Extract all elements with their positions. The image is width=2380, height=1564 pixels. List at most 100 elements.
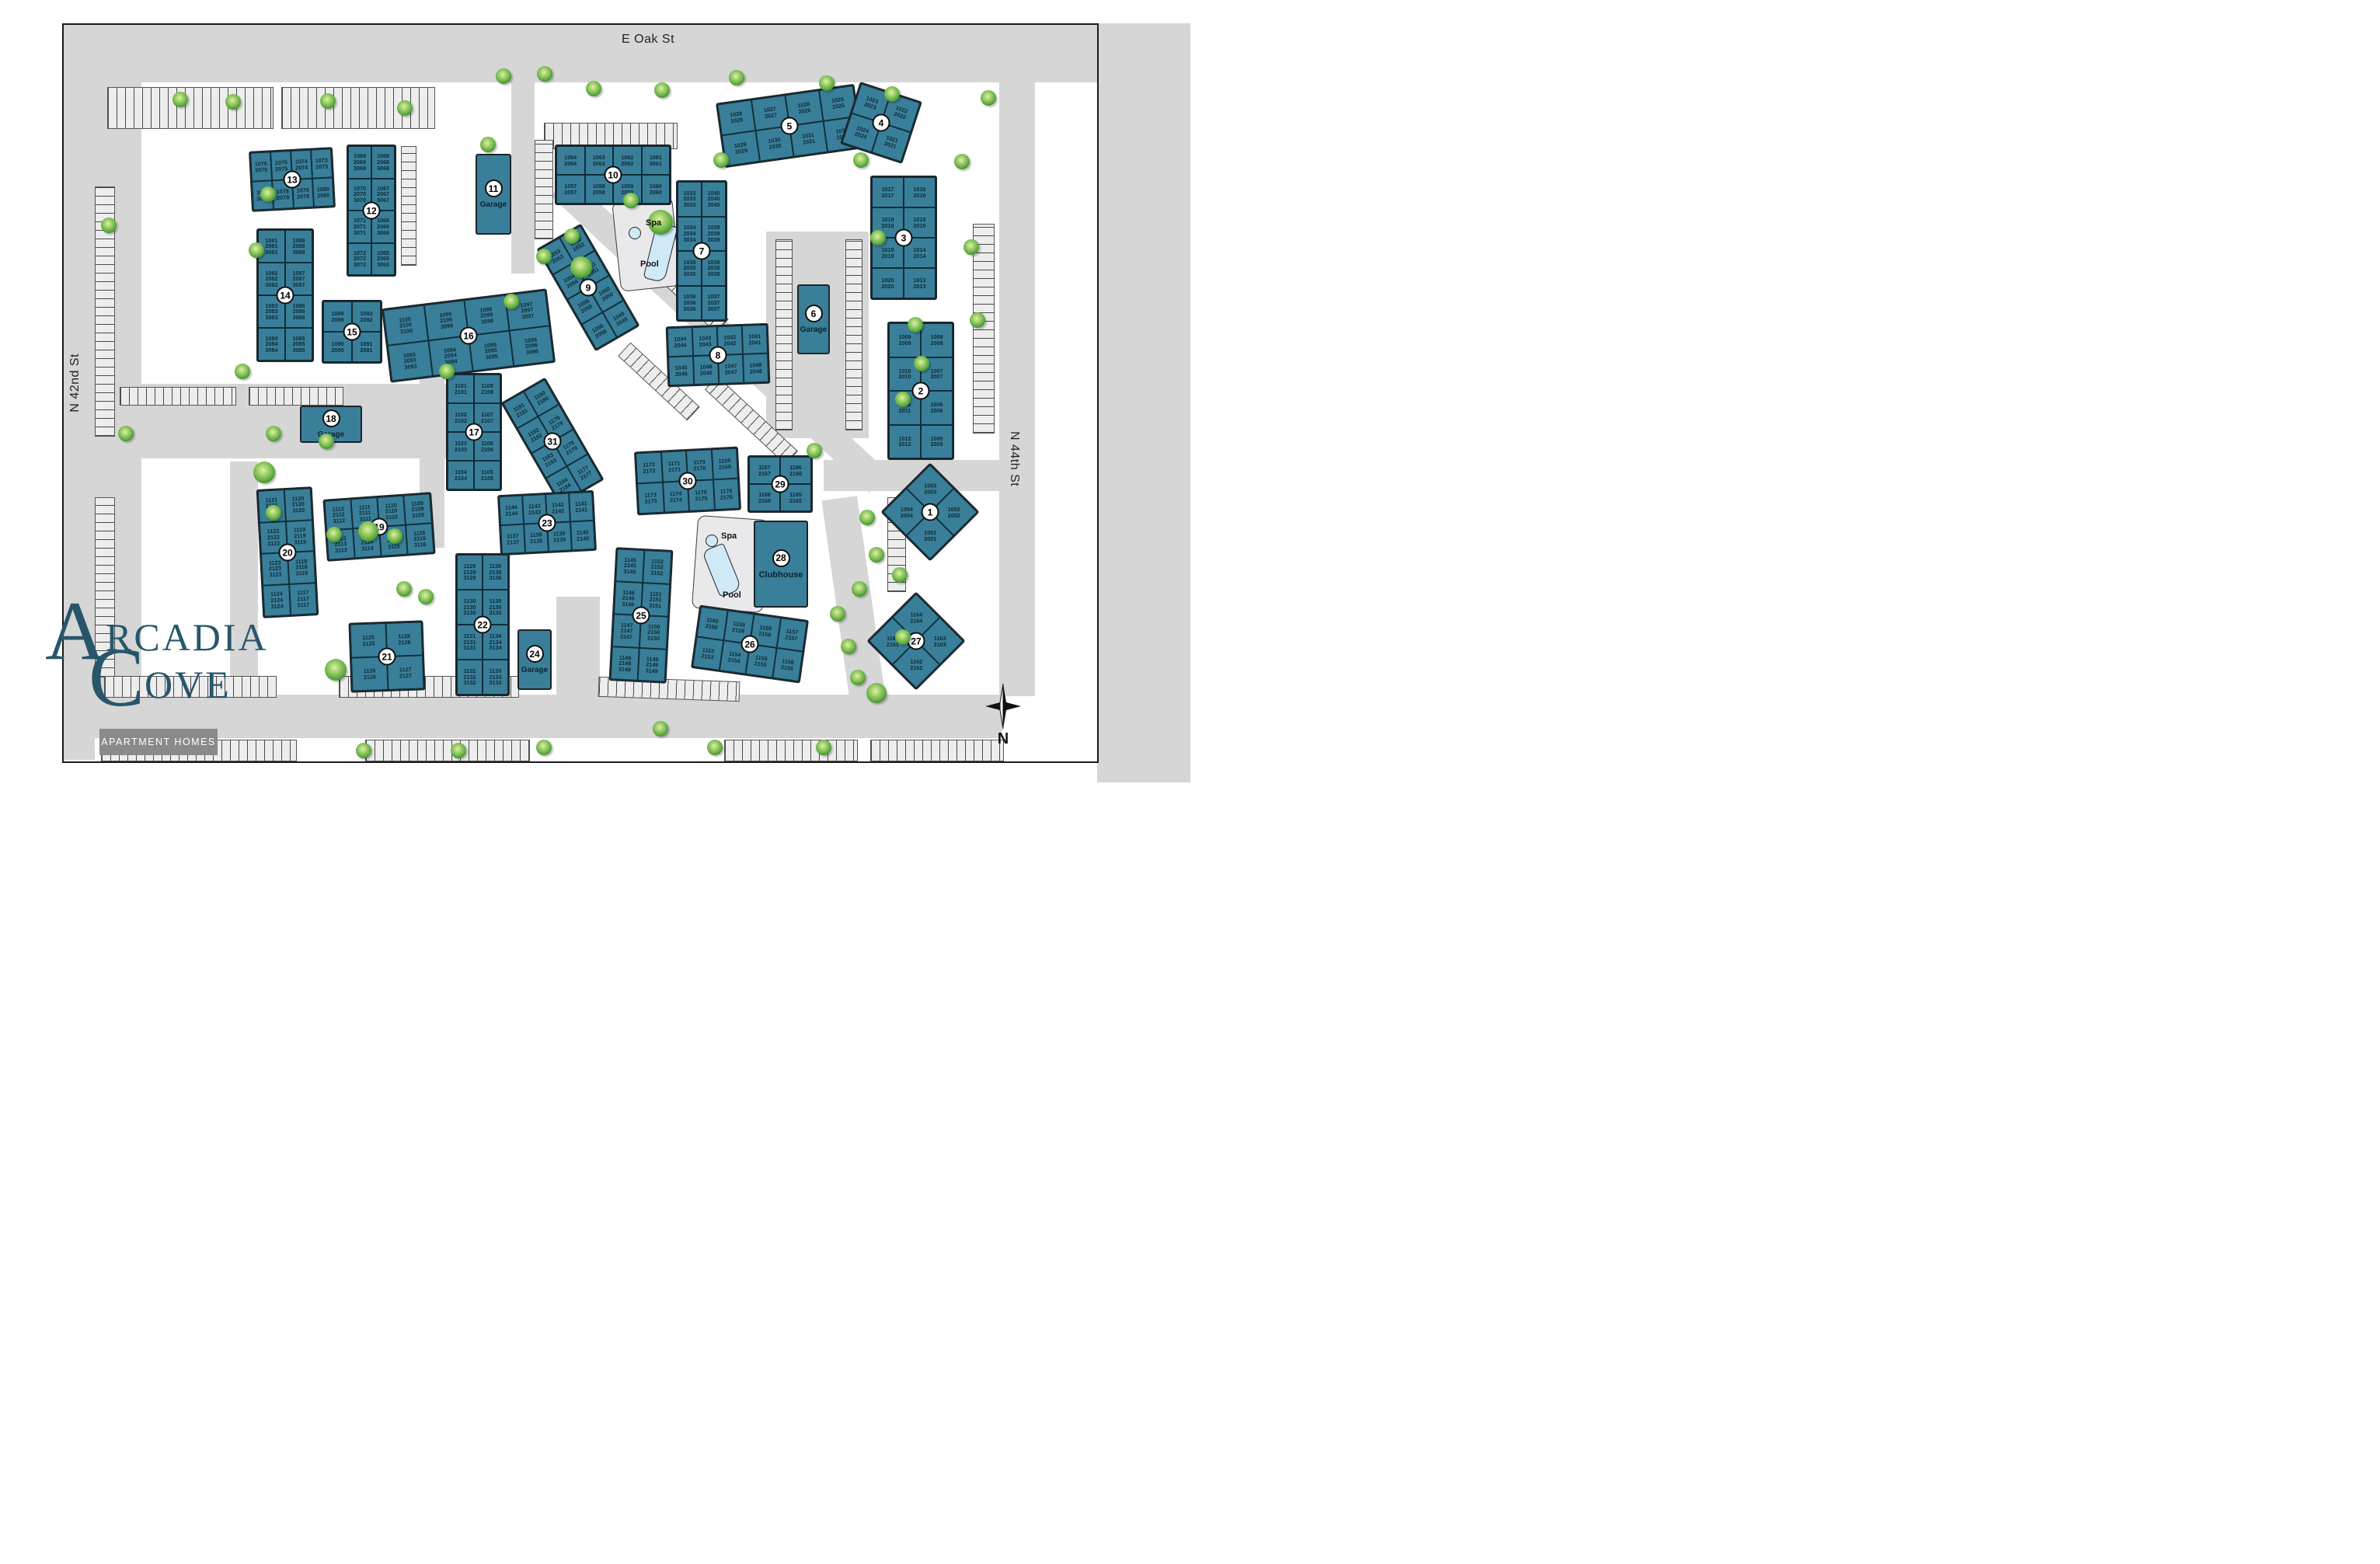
- road-segment-3: [1097, 23, 1190, 782]
- building-10-badge: 10: [604, 165, 622, 184]
- parking-row-17: [724, 740, 858, 761]
- building-5-badge: 5: [780, 117, 799, 135]
- street-label-e-oak: E Oak St: [622, 33, 675, 46]
- building-13[interactable]: 1076207610752075107420741073207310772077…: [249, 147, 336, 212]
- building-20[interactable]: 1121212131211120212031201122212231221119…: [256, 486, 319, 618]
- parking-row-5: [535, 140, 553, 239]
- tree-0: [172, 92, 188, 107]
- tree-9: [819, 75, 835, 91]
- tree-23: [648, 210, 673, 235]
- spa-0: [629, 227, 641, 239]
- parking-row-11: [973, 224, 995, 434]
- tree-6: [586, 81, 601, 96]
- building-2[interactable]: 1009200910082008101020101007200710112011…: [887, 322, 954, 460]
- parking-row-9: [775, 239, 793, 430]
- tree-57: [850, 670, 866, 685]
- street-label-n-42nd: N 42nd St: [68, 354, 82, 413]
- tree-11: [981, 90, 996, 106]
- building-9-badge: 9: [579, 278, 598, 297]
- pool-label-0: Pool: [640, 260, 659, 269]
- building-16-badge: 16: [459, 326, 478, 345]
- logo-text-rcadia: RCADIA: [106, 615, 269, 660]
- building-17-badge: 17: [465, 423, 483, 441]
- compass-n-label: N: [997, 730, 1009, 747]
- tree-28: [319, 434, 334, 449]
